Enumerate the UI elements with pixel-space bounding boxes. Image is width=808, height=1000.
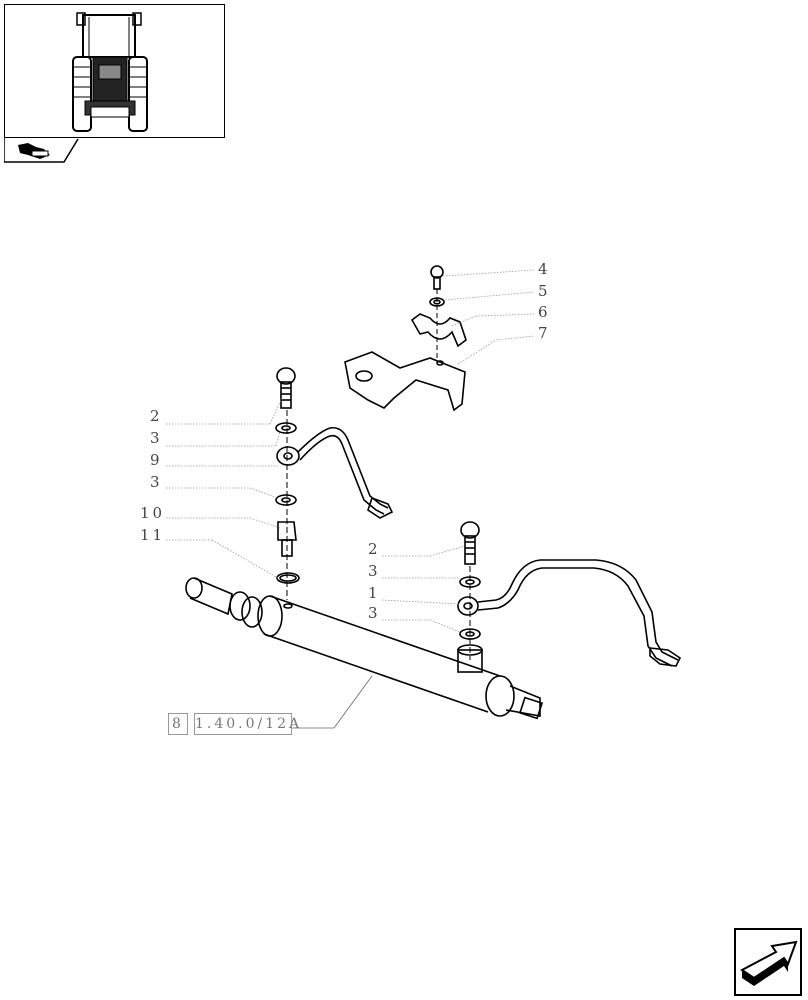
callout-3-left-b: 3 [150,473,163,491]
callout-11: 11 [140,526,166,544]
callout-5: 5 [538,282,551,300]
callout-4: 4 [538,260,551,278]
callout-2-left: 2 [150,407,163,425]
reference-section-box[interactable]: 8 [168,713,188,735]
callout-3-right-a: 3 [368,562,381,580]
tractor-front-view-icon [72,12,148,132]
callout-3-left-a: 3 [150,429,163,447]
left-fitting-stack [275,367,394,600]
hydraulic-cylinder [185,577,544,720]
section-tab[interactable] [3,137,84,163]
bracket-assembly [344,265,467,412]
callout-7: 7 [538,324,551,342]
next-page-button[interactable] [734,928,802,996]
callout-3-right-b: 3 [368,604,381,622]
callout-10: 10 [140,504,166,522]
callout-6: 6 [538,303,551,321]
thumbnail-frame [4,4,225,138]
callout-1: 1 [368,584,381,602]
callout-2-right: 2 [368,540,381,558]
reference-code-box[interactable]: 1.40.0/12A [194,713,299,735]
right-fitting-stack [457,521,682,667]
section-group-icon [3,137,79,163]
callout-9: 9 [150,451,163,469]
next-page-arrow-icon [740,940,798,986]
